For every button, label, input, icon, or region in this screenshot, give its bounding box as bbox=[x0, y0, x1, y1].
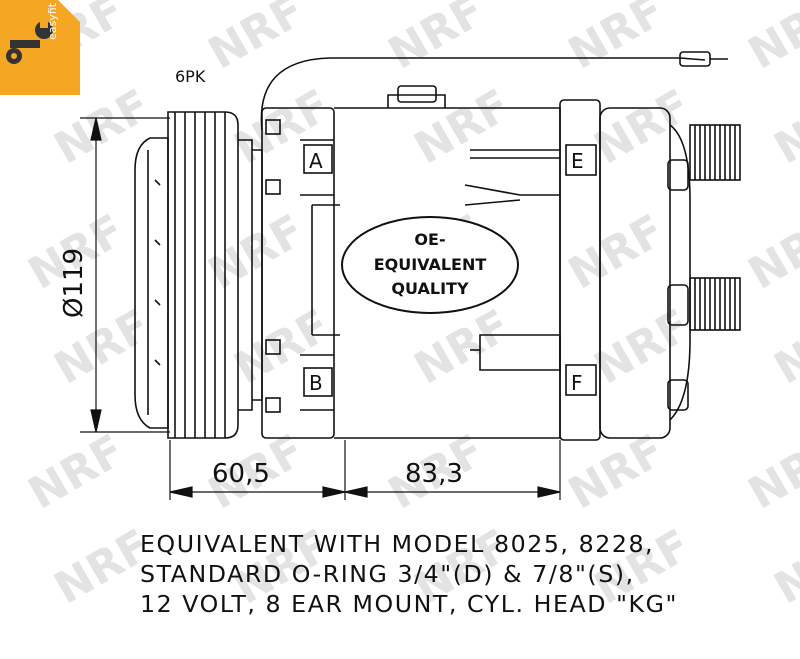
clutch-wire bbox=[260, 57, 706, 131]
rear-housing bbox=[559, 99, 741, 441]
watermark-mark: NRF bbox=[766, 80, 800, 175]
watermark-mark: NRF bbox=[560, 205, 673, 300]
body-dimension-label: 83,3 bbox=[405, 459, 463, 489]
caption-line-3: 12 VOLT, 8 EAR MOUNT, CYL. HEAD "KG" bbox=[140, 592, 678, 618]
port-b-label: B bbox=[309, 371, 323, 395]
wrench-icon bbox=[0, 0, 80, 95]
port-a-label: A bbox=[309, 149, 323, 173]
watermark-mark: NRF bbox=[560, 0, 673, 80]
watermark-mark: NRF bbox=[406, 300, 519, 395]
badge-text: easyfit bbox=[46, 3, 59, 40]
port-f-label: F bbox=[571, 371, 583, 395]
watermark-mark: NRF bbox=[740, 205, 800, 300]
port-e-label: E bbox=[571, 149, 584, 173]
oe-badge-line3: QUALITY bbox=[391, 279, 469, 298]
watermark-mark: NRF bbox=[380, 0, 493, 80]
belt-label: 6PK bbox=[175, 67, 206, 86]
oe-badge-line1: OE- bbox=[414, 230, 445, 249]
oe-badge-line2: EQUIVALENT bbox=[374, 255, 487, 274]
watermark-mark: NRF bbox=[200, 205, 313, 300]
diameter-label: Ø119 bbox=[59, 248, 89, 318]
watermark-mark: NRF bbox=[200, 0, 313, 80]
dimension-lines bbox=[80, 117, 561, 500]
clutch-dimension-label: 60,5 bbox=[212, 459, 270, 489]
compressor-drawing bbox=[80, 51, 741, 500]
front-housing bbox=[261, 107, 335, 439]
watermark-mark: NRF bbox=[406, 80, 519, 175]
watermark-mark: NRF bbox=[740, 0, 800, 80]
caption-line-2: STANDARD O-RING 3/4"(D) & 7/8"(S), bbox=[140, 562, 635, 588]
spec-caption: EQUIVALENT WITH MODEL 8025, 8228, STANDA… bbox=[140, 530, 799, 620]
watermark-mark: NRF bbox=[20, 425, 133, 520]
easyfit-badge: easyfit bbox=[0, 0, 80, 95]
watermark-mark: NRF bbox=[740, 425, 800, 520]
watermark-mark: NRF bbox=[766, 300, 800, 395]
caption-line-1: EQUIVALENT WITH MODEL 8025, 8228, bbox=[140, 532, 655, 558]
watermark-mark: NRF bbox=[560, 425, 673, 520]
oe-badge-outline bbox=[341, 216, 519, 314]
